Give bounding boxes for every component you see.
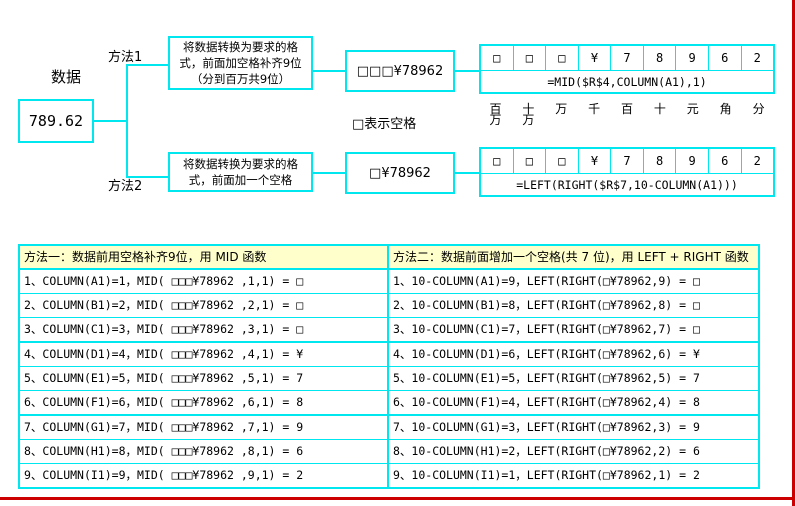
method2-label: 方法2 <box>108 179 143 194</box>
unit-cell: 千 <box>578 102 611 126</box>
method1-label: 方法1 <box>108 50 143 65</box>
table-row: 3、10-COLUMN(C1)=7，LEFT(RIGHT(□¥78962,7) … <box>389 318 758 343</box>
mid-cell: 6 <box>709 46 742 70</box>
unit-bottom: 元 <box>686 102 699 116</box>
leftright-cell: 7 <box>611 149 644 173</box>
table-row: 6、10-COLUMN(F1)=4，LEFT(RIGHT(□¥78962,4) … <box>389 391 758 416</box>
method2-desc-line-2: 式，前面加一个空格 <box>188 173 293 187</box>
unit-cell: 十 万 <box>512 102 545 127</box>
sample1-box: □□□¥78962 <box>345 50 455 92</box>
connector-sample2-to-strip2 <box>455 172 479 174</box>
unit-top: 十 <box>522 102 535 116</box>
mid-cell-strip: □ □ □ ¥ 7 8 9 6 2 =MID($R$4,COLUMN(A1),1… <box>479 44 775 94</box>
method2-table: 方法二：数据前面增加一个空格(共 7 位)，用 LEFT + RIGHT 函数 … <box>389 246 758 487</box>
unit-cell: 角 <box>709 102 742 126</box>
mid-cell: □ <box>546 46 579 70</box>
mid-formula: =MID($R$4,COLUMN(A1),1) <box>481 70 773 92</box>
leftright-cell: 8 <box>644 149 677 173</box>
method2-table-header: 方法二：数据前面增加一个空格(共 7 位)，用 LEFT + RIGHT 函数 <box>389 246 758 270</box>
mid-cell: 9 <box>676 46 709 70</box>
table-row: 4、COLUMN(D1)=4，MID( □□□¥78962 ,4,1) = ¥ <box>20 343 387 367</box>
unit-bottom: 万 <box>522 113 535 127</box>
leftright-cell-strip: □ □ □ ¥ 7 8 9 6 2 =LEFT(RIGHT($R$7,10-CO… <box>479 147 775 197</box>
leftright-cell: 2 <box>753 154 761 168</box>
unit-top: 百 <box>489 102 502 116</box>
method1-description-box: 将数据转换为要求的格 式，前面加空格补齐9位 （分到百万共9位） <box>168 36 313 90</box>
method1-desc-line-1: 将数据转换为要求的格 <box>183 40 298 54</box>
connector-sample1-to-strip1 <box>455 70 479 72</box>
leftright-cell-row: □ □ □ ¥ 7 8 9 6 2 <box>481 149 773 173</box>
currency-unit-row: 百 万 十 万 万 千 百 十 <box>479 102 775 127</box>
table-row: 8、10-COLUMN(H1)=2，LEFT(RIGHT(□¥78962,2) … <box>389 440 758 464</box>
mid-cell: 8 <box>644 46 677 70</box>
method1-desc-line-3: （分到百万共9位） <box>190 72 291 86</box>
table-row: 1、10-COLUMN(A1)=9，LEFT(RIGHT(□¥78962,9) … <box>389 270 758 294</box>
data-value-box: 789.62 <box>18 99 94 143</box>
leftright-cell: ¥ <box>579 149 612 173</box>
unit-cell: 百 <box>611 102 644 126</box>
connector-data-stem <box>94 120 128 122</box>
unit-bottom: 分 <box>752 102 765 116</box>
unit-cell: 十 <box>643 102 676 126</box>
table-row: 3、COLUMN(C1)=3，MID( □□□¥78962 ,3,1) = □ <box>20 318 387 343</box>
leftright-cell: 9 <box>676 149 709 173</box>
connector-method2-to-sample2 <box>313 172 345 174</box>
table-row: 5、COLUMN(E1)=5，MID( □□□¥78962 ,5,1) = 7 <box>20 367 387 391</box>
table-row: 7、10-COLUMN(G1)=3，LEFT(RIGHT(□¥78962,3) … <box>389 416 758 440</box>
page-rule-right <box>792 0 795 506</box>
table-row: 7、COLUMN(G1)=7，MID( □□□¥78962 ,7,1) = 9 <box>20 416 387 440</box>
unit-bottom: 角 <box>719 102 732 116</box>
unit-bottom: 万 <box>555 102 568 116</box>
table-row: 6、COLUMN(F1)=6，MID( □□□¥78962 ,6,1) = 8 <box>20 391 387 416</box>
flow-diagram: 数据 789.62 方法1 方法2 将数据转换为要求的格 式，前面加空格补齐9位… <box>0 0 795 225</box>
unit-bottom: 十 <box>653 102 666 116</box>
unit-cell: 万 <box>545 102 578 126</box>
mid-cell: 2 <box>753 51 761 65</box>
sample2-box: □¥78962 <box>345 152 455 194</box>
method2-description-box: 将数据转换为要求的格 式，前面加一个空格 <box>168 152 313 192</box>
mid-cell: ¥ <box>579 46 612 70</box>
method1-table: 方法一：数据前用空格补齐9位，用 MID 函数 1、COLUMN(A1)=1，M… <box>20 246 389 487</box>
connector-vertical-split <box>126 64 128 178</box>
leftright-cell: □ <box>514 149 547 173</box>
unit-bottom: 万 <box>489 113 502 127</box>
table-row: 8、COLUMN(H1)=8，MID( □□□¥78962 ,8,1) = 6 <box>20 440 387 464</box>
page-rule-bottom <box>0 497 795 500</box>
table-row: 2、COLUMN(B1)=2，MID( □□□¥78962 ,2,1) = □ <box>20 294 387 318</box>
table-row: 9、COLUMN(I1)=9，MID( □□□¥78962 ,9,1) = 2 <box>24 468 304 482</box>
unit-bottom: 千 <box>588 102 601 116</box>
unit-cell: 元 <box>676 102 709 126</box>
unit-bottom: 百 <box>621 102 634 116</box>
unit-cell: 百 万 <box>479 102 512 127</box>
blank-symbol-note: □表示空格 <box>352 117 417 132</box>
mid-cell: □ <box>514 46 547 70</box>
mid-cell: 7 <box>611 46 644 70</box>
leftright-cell: □ <box>546 149 579 173</box>
table-row: 2、10-COLUMN(B1)=8，LEFT(RIGHT(□¥78962,8) … <box>389 294 758 318</box>
connector-to-method1 <box>126 64 168 66</box>
table-row: 1、COLUMN(A1)=1，MID( □□□¥78962 ,1,1) = □ <box>20 270 387 294</box>
data-title-label: 数据 <box>50 68 81 86</box>
method1-table-header: 方法一：数据前用空格补齐9位，用 MID 函数 <box>20 246 387 270</box>
table-row: 9、10-COLUMN(I1)=1，LEFT(RIGHT(□¥78962,1) … <box>393 468 700 482</box>
method2-desc-line-1: 将数据转换为要求的格 <box>183 157 298 171</box>
connector-to-method2 <box>126 176 168 178</box>
mid-cell: □ <box>481 46 514 70</box>
connector-method1-to-sample1 <box>313 70 345 72</box>
method1-desc-line-2: 式，前面加空格补齐9位 <box>179 56 302 70</box>
unit-cell: 分 <box>742 102 775 126</box>
table-row: 4、10-COLUMN(D1)=6，LEFT(RIGHT(□¥78962,6) … <box>389 343 758 367</box>
leftright-formula: =LEFT(RIGHT($R$7,10-COLUMN(A1))) <box>481 173 773 195</box>
formula-breakdown-tables: 方法一：数据前用空格补齐9位，用 MID 函数 1、COLUMN(A1)=1，M… <box>18 244 760 489</box>
leftright-cell: 6 <box>709 149 742 173</box>
table-row: 5、10-COLUMN(E1)=5，LEFT(RIGHT(□¥78962,5) … <box>389 367 758 391</box>
leftright-cell: □ <box>481 149 514 173</box>
mid-cell-row: □ □ □ ¥ 7 8 9 6 2 <box>481 46 773 70</box>
